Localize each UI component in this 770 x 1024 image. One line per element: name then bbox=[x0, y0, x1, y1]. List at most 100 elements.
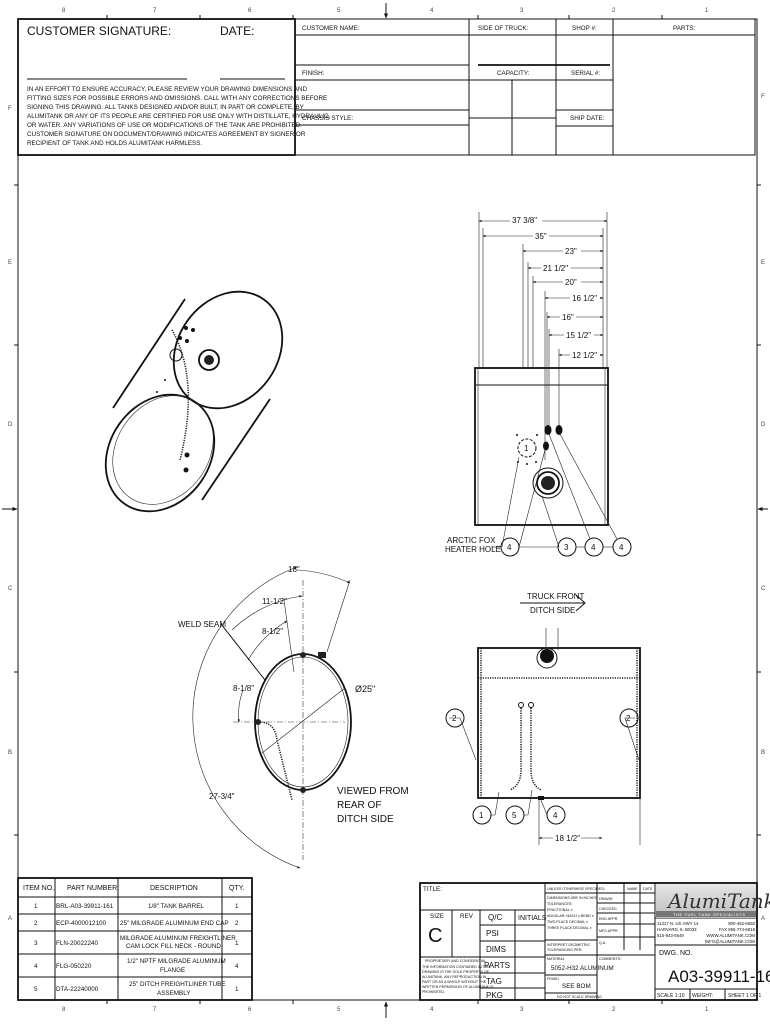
disclaimer-line: SIGNING THIS DRAWING. ALL TANKS DESIGNED… bbox=[27, 104, 305, 111]
zone-row: C bbox=[761, 586, 766, 592]
balloon: 4 bbox=[546, 805, 566, 825]
bom-item: 2 bbox=[34, 920, 38, 927]
zone-col: 4 bbox=[430, 8, 434, 14]
bom-header-cell: DESCRIPTION bbox=[150, 885, 198, 892]
dimension-label: 23" bbox=[565, 247, 577, 256]
bom-item: 4 bbox=[34, 963, 38, 970]
order-info-grid: CUSTOMER NAME: SIDE OF TRUCK: SHOP #: PA… bbox=[294, 18, 756, 156]
bom-row: 4 FLG-050220 1/2" NPTF MILGRADE ALUMINUM… bbox=[34, 958, 239, 974]
name-header: NAME bbox=[627, 887, 638, 891]
disclaimer-line: CUSTOMER SIGNATURE ON DOCUMENT/DRAWING I… bbox=[27, 131, 306, 138]
weld-seam-label: WELD SEAM bbox=[178, 620, 226, 629]
finish-field[interactable] bbox=[296, 81, 468, 109]
balloon-number: 5 bbox=[512, 811, 517, 820]
balloon-number: 2 bbox=[626, 714, 631, 723]
proprietary-line: PROHIBITED. bbox=[422, 990, 445, 994]
balloon-number: 2 bbox=[452, 714, 457, 723]
bom-part: DTA-22240000 bbox=[56, 986, 99, 993]
dimension-label: 12 1/2" bbox=[572, 351, 597, 360]
finish-label-tb: FINISH bbox=[547, 977, 559, 981]
flange-fitting bbox=[544, 425, 552, 435]
weld-seam-leader bbox=[220, 623, 266, 681]
shop-number-label: SHOP #: bbox=[572, 25, 597, 32]
heater-hole-label: 1 bbox=[524, 444, 529, 453]
balloon: 4 bbox=[612, 537, 632, 557]
bom-part: BRL-A03-39911-161 bbox=[56, 903, 114, 910]
zone-col: 2 bbox=[612, 8, 616, 14]
zone-row: B bbox=[8, 750, 12, 756]
bill-of-materials: ITEM NO. PART NUMBER DESCRIPTION QTY. 1 … bbox=[17, 877, 253, 1001]
balloon-number: 1 bbox=[479, 811, 484, 820]
logo-text: AlumiTank bbox=[666, 889, 770, 913]
zone-col: 1 bbox=[705, 8, 709, 14]
approval-eng: ENG APPR. bbox=[599, 917, 618, 921]
zone-row: C bbox=[8, 586, 13, 592]
sheet-size: C bbox=[428, 925, 442, 947]
tank-top-view: TRUCK FRONT DITCH SIDE 2 2 1 5 4 18 1/2" bbox=[445, 592, 641, 845]
date-header: DATE bbox=[643, 887, 653, 891]
zone-row: A bbox=[8, 916, 12, 922]
rev-label: REV bbox=[460, 913, 474, 920]
bom-qty: 1 bbox=[235, 903, 239, 910]
bom-qty: 2 bbox=[235, 920, 239, 927]
fill-neck-iso bbox=[198, 349, 220, 371]
direction-label: TRUCK FRONT bbox=[527, 592, 584, 601]
dimension-label: 18 1/2" bbox=[555, 834, 580, 843]
balloon-number: 4 bbox=[553, 811, 558, 820]
balloon-number: 3 bbox=[564, 543, 569, 552]
bom-desc: ASSEMBLY bbox=[157, 990, 191, 997]
zone-row: E bbox=[761, 260, 765, 266]
drawing-number: A03-39911-161 bbox=[668, 967, 770, 986]
view-note: REAR OF bbox=[337, 800, 381, 811]
dimension-label: 35" bbox=[535, 232, 547, 241]
bom-part: FLN-20022240 bbox=[56, 940, 99, 947]
disclaimer-line: RECIPIENT OF TANK AND HOLDS ALUMITANK HA… bbox=[27, 140, 202, 147]
scale-label: SCALE 1:10 bbox=[657, 993, 685, 999]
customer-name-field[interactable] bbox=[296, 36, 468, 64]
bom-desc: MILGRADE ALUMINUM FREIGHTLINER bbox=[120, 935, 236, 942]
tank-front-end-cap bbox=[104, 393, 216, 513]
bom-part: FLG-050220 bbox=[56, 963, 92, 970]
tolerance-line: FRACTIONAL ± bbox=[547, 908, 573, 912]
alumitank-logo: AlumiTank THE FUEL TANK SPECIALISTS bbox=[656, 884, 770, 918]
parts-label: PARTS: bbox=[673, 25, 695, 32]
bom-desc: 25" DITCH FREIGHTLINER TUBE bbox=[129, 981, 226, 988]
zone-col: 1 bbox=[705, 1007, 709, 1013]
dimension-arc-27-75: 27-3/4" bbox=[209, 792, 235, 801]
size-label: SIZE bbox=[430, 913, 444, 920]
zone-labels-bottom: 8 7 6 5 4 3 2 1 bbox=[62, 1007, 709, 1013]
balloon: 1 bbox=[472, 805, 492, 825]
proprietary-title: PROPRIETARY AND CONFIDENTIAL bbox=[425, 959, 486, 963]
direction-label: DITCH SIDE bbox=[530, 606, 575, 615]
diameter-label: Ø25" bbox=[355, 684, 375, 694]
title-label: TITLE: bbox=[423, 886, 442, 893]
dwg-no-label: DWG. NO. bbox=[659, 950, 692, 957]
zone-col: 7 bbox=[153, 8, 157, 14]
bom-desc: CAM LOCK FILL NECK - ROUND bbox=[126, 943, 221, 950]
fill-neck bbox=[532, 467, 564, 499]
balloon-number: 4 bbox=[591, 543, 596, 552]
zone-row: F bbox=[8, 106, 12, 112]
zone-col: 4 bbox=[430, 1007, 434, 1013]
balloon: 4 bbox=[584, 537, 604, 557]
tolerance-line: ANGULAR: MACH ± BEND ± bbox=[547, 914, 594, 918]
customer-signature-box: CUSTOMER SIGNATURE: DATE: IN AN EFFORT T… bbox=[17, 18, 331, 156]
finish-value: SEE BOM bbox=[562, 983, 591, 990]
bom-item: 1 bbox=[34, 903, 38, 910]
bom-item: 5 bbox=[34, 986, 38, 993]
tolerance-line: TOLERANCES: bbox=[547, 902, 572, 906]
chassis-style-field[interactable] bbox=[296, 126, 468, 154]
disclaimer-line: IN AN EFFORT TO ENSURE ACCURACY, PLEASE … bbox=[27, 86, 307, 93]
zone-labels-right: F E D C B A bbox=[761, 94, 766, 922]
customer-signature-label: CUSTOMER SIGNATURE: bbox=[27, 24, 171, 38]
contact-line: FAX 855-774-6918 bbox=[719, 927, 756, 932]
tolerance-line: THREE PLACE DECIMAL ± bbox=[547, 926, 592, 930]
disclaimer-line: ALUMITANK OR ANY OF ITS PEOPLE ARE CERTI… bbox=[27, 113, 331, 120]
tolerance-line: TWO PLACE DECIMAL ± bbox=[547, 920, 588, 924]
dimension-arc-8-125: 8-1/8" bbox=[233, 684, 254, 693]
tank-barrel-top-edge bbox=[112, 298, 186, 409]
geometric-line: TOLERANCING PER: bbox=[547, 948, 582, 952]
balloon: 3 bbox=[557, 537, 577, 557]
bom-desc: 25" MILGRADE ALUMINUM END CAP bbox=[120, 920, 229, 927]
check-pkg: PKG bbox=[486, 991, 503, 1000]
